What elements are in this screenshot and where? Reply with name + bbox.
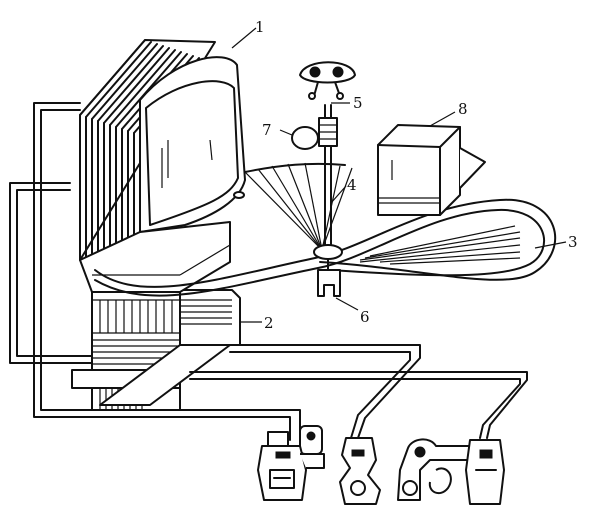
oval-sensor — [291, 126, 319, 150]
callout-2: 2 — [264, 314, 274, 332]
conduit-arm — [94, 198, 557, 297]
callout-1: 1 — [255, 18, 265, 36]
callout-3: 3 — [568, 233, 578, 251]
top-head — [299, 61, 356, 100]
callout-8: 8 — [458, 100, 468, 118]
side-box — [377, 124, 486, 216]
handpiece-tool-3 — [397, 438, 505, 505]
handpiece-tool-2 — [339, 437, 381, 505]
callout-5: 5 — [353, 94, 363, 112]
callout-6: 6 — [360, 308, 370, 326]
main-display-unit — [79, 39, 246, 293]
fan-bundle — [244, 162, 353, 251]
central-rod — [313, 104, 343, 297]
callout-labels: 1 2 3 4 5 6 7 8 — [255, 18, 578, 332]
tool-cables — [189, 344, 528, 439]
frame-tubes — [9, 102, 301, 441]
leader-lines — [231, 27, 567, 323]
callout-4: 4 — [347, 176, 357, 194]
control-box — [99, 289, 241, 406]
callout-7: 7 — [262, 121, 272, 139]
handpiece-tool-1 — [257, 425, 325, 501]
